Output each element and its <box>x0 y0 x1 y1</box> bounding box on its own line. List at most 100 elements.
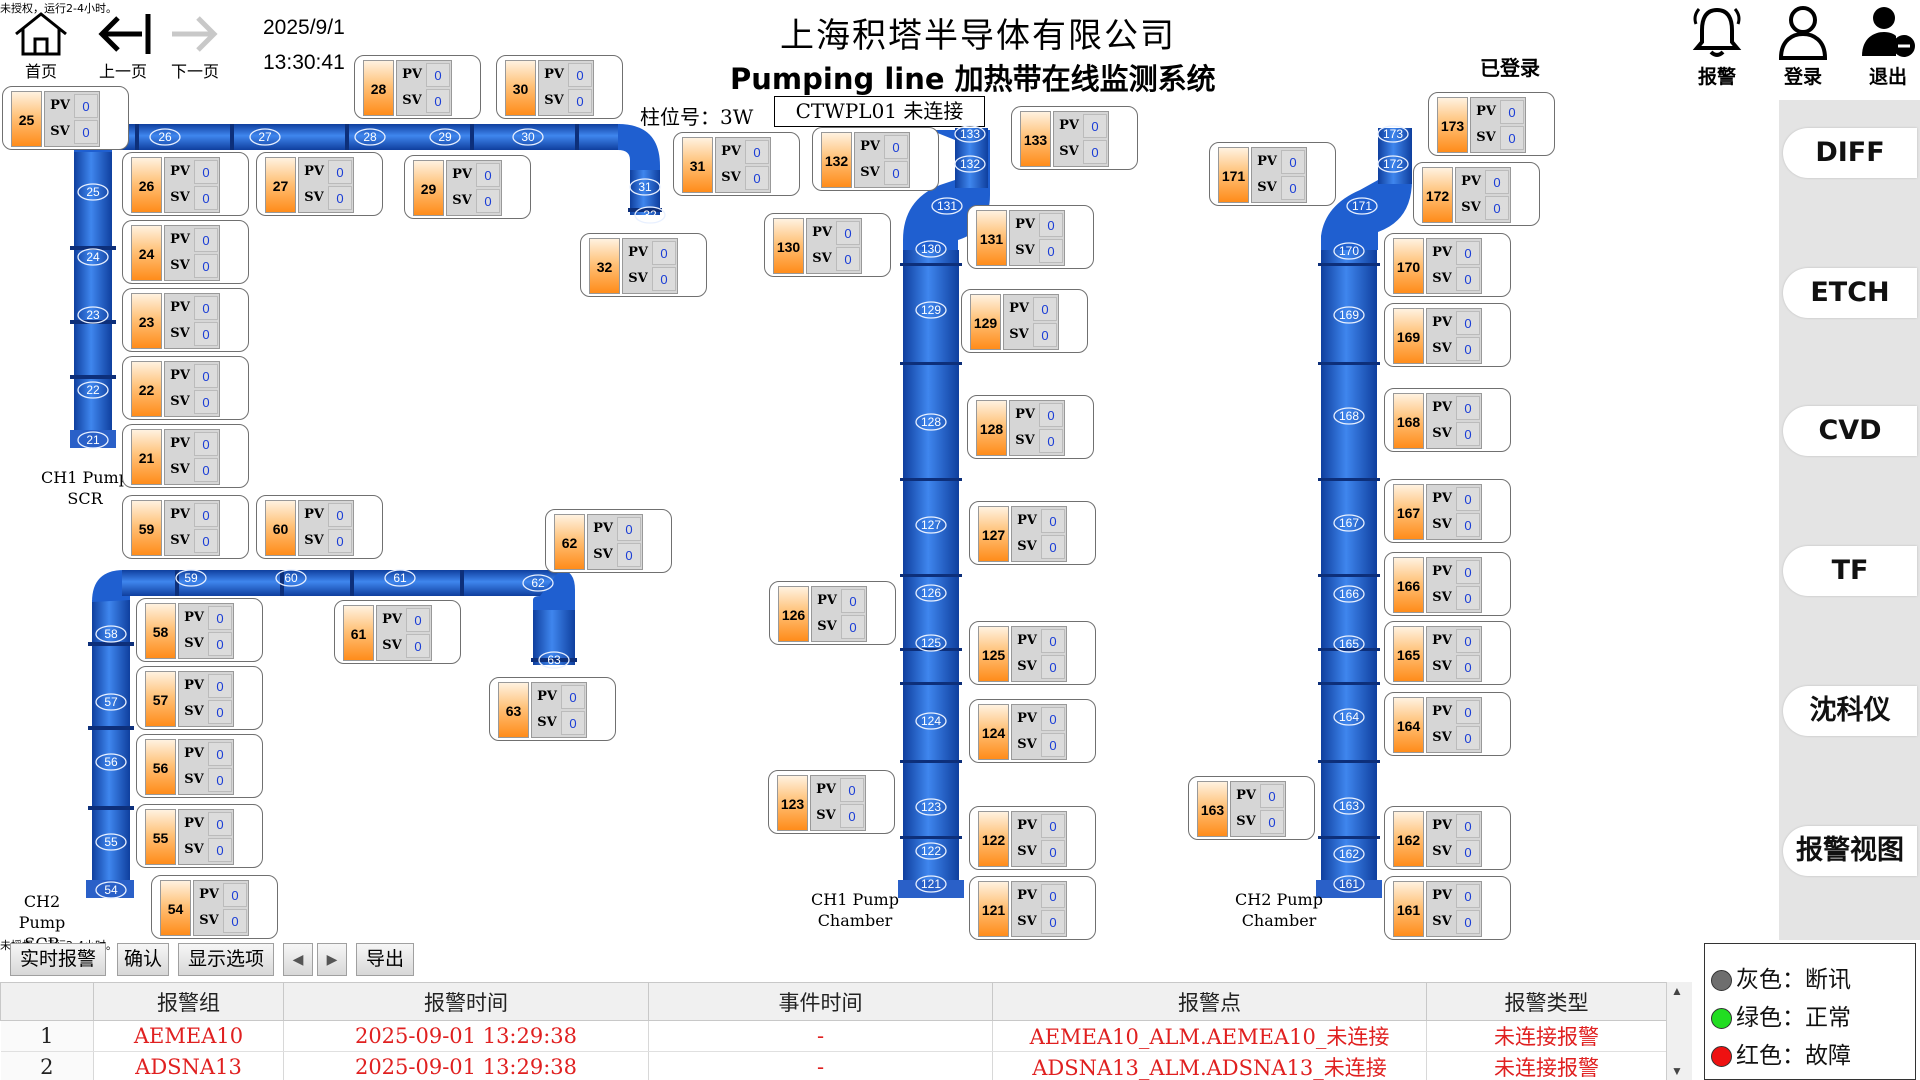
pipe-badge: 162 <box>1333 845 1365 863</box>
page-right-button[interactable]: ▶ <box>317 943 347 976</box>
sensor-131[interactable]: 131 PV 0 SV 0 <box>967 205 1094 269</box>
sensor-168[interactable]: 168 PV 0 SV 0 <box>1384 388 1511 452</box>
col-header-group[interactable]: 报警组 <box>93 982 284 1021</box>
sensor-164[interactable]: 164 PV 0 SV 0 <box>1384 692 1511 756</box>
sidebar-item-tf[interactable]: TF <box>1783 546 1917 596</box>
sensor-122[interactable]: 122 PV 0 SV 0 <box>969 806 1096 870</box>
scroll-up-icon[interactable]: ▲ <box>1671 984 1683 998</box>
display-options-button[interactable]: 显示选项 <box>178 943 274 976</box>
sensor-130[interactable]: 130 PV 0 SV 0 <box>764 213 891 277</box>
sensor-167[interactable]: 167 PV 0 SV 0 <box>1384 479 1511 543</box>
prev-page-button[interactable]: 上一页 <box>88 10 158 82</box>
sv-label: SV <box>199 913 219 928</box>
pipe-badge-label: 131 <box>937 199 957 213</box>
sensor-readings: PV 0 SV 0 <box>164 361 220 417</box>
sensor-123[interactable]: 123 PV 0 SV 0 <box>768 770 895 834</box>
scroll-down-icon[interactable]: ▼ <box>1671 1064 1683 1078</box>
sensor-readings: PV 0 SV 0 <box>164 429 220 485</box>
col-header-alarm-type[interactable]: 报警类型 <box>1426 982 1667 1021</box>
alarm-table-scrollbar[interactable]: ▲ ▼ <box>1666 982 1692 1080</box>
col-header-alarm-point[interactable]: 报警点 <box>992 982 1427 1021</box>
sensor-166[interactable]: 166 PV 0 SV 0 <box>1384 552 1511 616</box>
sensor-61[interactable]: 61 PV 0 SV 0 <box>334 600 461 664</box>
pv-label: PV <box>1432 245 1452 260</box>
sensor-24[interactable]: 24 PV 0 SV 0 <box>122 220 249 284</box>
export-button[interactable]: 导出 <box>356 943 414 976</box>
sensor-173[interactable]: 173 PV 0 SV 0 <box>1428 92 1555 156</box>
user-icon <box>1778 6 1828 60</box>
sensor-readings: PV 0 SV 0 <box>622 238 678 294</box>
pv-value: 0 <box>1456 241 1480 265</box>
pv-label: PV <box>1017 633 1037 648</box>
pv-value: 0 <box>884 135 908 159</box>
sensor-162[interactable]: 162 PV 0 SV 0 <box>1384 806 1511 870</box>
sensor-132[interactable]: 132 PV 0 SV 0 <box>812 127 939 191</box>
sensor-124[interactable]: 124 PV 0 SV 0 <box>969 699 1096 763</box>
sensor-27[interactable]: 27 PV 0 SV 0 <box>256 152 383 216</box>
sensor-121[interactable]: 121 PV 0 SV 0 <box>969 876 1096 940</box>
table-row[interactable]: 2 ADSNA13 2025-09-01 13:29:38 - ADSNA13_… <box>0 1051 1667 1080</box>
col-header-alarm-time[interactable]: 报警时间 <box>283 982 649 1021</box>
page-left-button[interactable]: ◀ <box>283 943 313 976</box>
sensor-126[interactable]: 126 PV 0 SV 0 <box>769 581 896 645</box>
sidebar-item-cvd[interactable]: CVD <box>1783 406 1917 456</box>
sensor-59[interactable]: 59 PV 0 SV 0 <box>122 495 249 559</box>
sensor-58[interactable]: 58 PV 0 SV 0 <box>136 598 263 662</box>
next-page-button[interactable]: 下一页 <box>160 10 230 82</box>
sensor-129[interactable]: 129 PV 0 SV 0 <box>961 289 1088 353</box>
col-header-event-time[interactable]: 事件时间 <box>648 982 993 1021</box>
pv-label: PV <box>1432 818 1452 833</box>
sensor-31[interactable]: 31 PV 0 SV 0 <box>673 132 800 196</box>
sensor-55[interactable]: 55 PV 0 SV 0 <box>136 804 263 868</box>
cell-event-time: - <box>648 1051 993 1080</box>
login-button[interactable]: 登录 <box>1768 4 1838 89</box>
sensor-133[interactable]: 133 PV 0 SV 0 <box>1011 106 1138 170</box>
alarm-button[interactable]: 报警 <box>1682 4 1752 89</box>
sensor-171[interactable]: 171 PV 0 SV 0 <box>1209 142 1336 206</box>
sensor-169[interactable]: 169 PV 0 SV 0 <box>1384 303 1511 367</box>
sensor-127[interactable]: 127 PV 0 SV 0 <box>969 501 1096 565</box>
pipe-badge-label: 165 <box>1339 637 1359 651</box>
col-header-index[interactable] <box>0 982 94 1021</box>
cell-alarm-point: AEMEA10_ALM.AEMEA10_未连接 <box>992 1020 1427 1052</box>
pipe-flange <box>531 658 577 662</box>
sensor-25[interactable]: 25 PV 0 SV 0 <box>2 86 129 150</box>
sensor-21[interactable]: 21 PV 0 SV 0 <box>122 424 249 488</box>
pv-value: 0 <box>1485 170 1509 194</box>
sensor-163[interactable]: 163 PV 0 SV 0 <box>1188 776 1315 840</box>
realtime-alarm-button[interactable]: 实时报警 <box>10 943 106 976</box>
sensor-161[interactable]: 161 PV 0 SV 0 <box>1384 876 1511 940</box>
sensor-62[interactable]: 62 PV 0 SV 0 <box>545 509 672 573</box>
sensor-23[interactable]: 23 PV 0 SV 0 <box>122 288 249 352</box>
sensor-32[interactable]: 32 PV 0 SV 0 <box>580 233 707 297</box>
sensor-63[interactable]: 63 PV 0 SV 0 <box>489 677 616 741</box>
sensor-57[interactable]: 57 PV 0 SV 0 <box>136 666 263 730</box>
sensor-165[interactable]: 165 PV 0 SV 0 <box>1384 621 1511 685</box>
sensor-54[interactable]: 54 PV 0 SV 0 <box>151 875 278 939</box>
table-row[interactable]: 1 AEMEA10 2025-09-01 13:29:38 - AEMEA10_… <box>0 1020 1667 1052</box>
sidebar-item-diff[interactable]: DIFF <box>1783 128 1917 178</box>
sensor-28[interactable]: 28 PV 0 SV 0 <box>354 55 481 119</box>
exit-button[interactable]: 退出 <box>1856 4 1920 89</box>
sensor-26[interactable]: 26 PV 0 SV 0 <box>122 152 249 216</box>
pipe-badge: 26 <box>149 128 181 146</box>
sidebar-item-shenkeyi[interactable]: 沈科仪 <box>1783 686 1917 736</box>
sensor-56[interactable]: 56 PV 0 SV 0 <box>136 734 263 798</box>
pipe-badge-label: 55 <box>104 835 118 849</box>
sidebar-item-alarm-view[interactable]: 报警视图 <box>1783 826 1917 876</box>
sensor-29[interactable]: 29 PV 0 SV 0 <box>404 155 531 219</box>
pipe-badge-label: 167 <box>1339 516 1359 530</box>
sensor-172[interactable]: 172 PV 0 SV 0 <box>1413 162 1540 226</box>
pipe-badge-label: 30 <box>521 130 535 144</box>
sensor-170[interactable]: 170 PV 0 SV 0 <box>1384 233 1511 297</box>
sensor-125[interactable]: 125 PV 0 SV 0 <box>969 621 1096 685</box>
sensor-30[interactable]: 30 PV 0 SV 0 <box>496 55 623 119</box>
sensor-22[interactable]: 22 PV 0 SV 0 <box>122 356 249 420</box>
sv-value: 0 <box>836 247 860 271</box>
confirm-button[interactable]: 确认 <box>117 943 169 976</box>
home-button[interactable]: 首页 <box>6 10 76 82</box>
sensor-128[interactable]: 128 PV 0 SV 0 <box>967 395 1094 459</box>
sensor-60[interactable]: 60 PV 0 SV 0 <box>256 495 383 559</box>
pipe-badge: 165 <box>1333 635 1365 653</box>
sidebar-item-etch[interactable]: ETCH <box>1783 268 1917 318</box>
